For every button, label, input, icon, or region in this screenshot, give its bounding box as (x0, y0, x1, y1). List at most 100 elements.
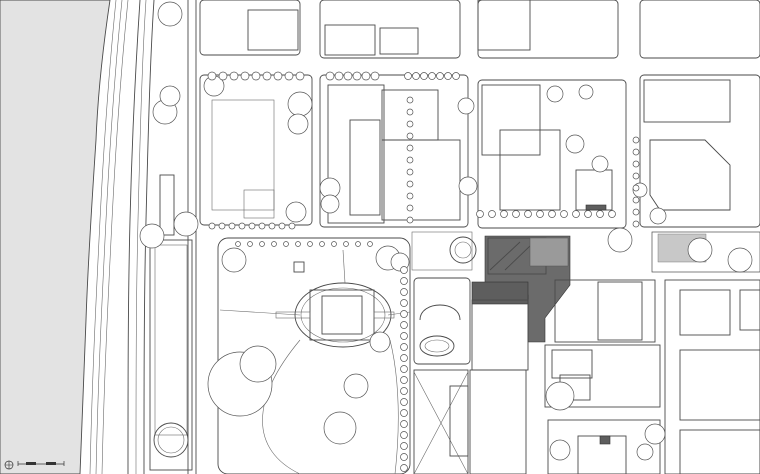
street-tree (251, 71, 261, 81)
street-tree (406, 96, 414, 104)
street-tree (361, 71, 371, 81)
street-tree (632, 148, 640, 156)
street-tree (400, 464, 408, 472)
street-tree (444, 72, 452, 80)
street-tree (404, 72, 412, 80)
street-tree (400, 376, 408, 384)
street-tree (632, 160, 640, 168)
scale-bar (17, 461, 65, 466)
central-park (217, 237, 411, 474)
river-water (0, 0, 111, 474)
street-tree (400, 266, 408, 274)
street-tree (343, 71, 353, 81)
street-tree (283, 241, 289, 247)
street-tree (307, 241, 313, 247)
street-tree (584, 210, 592, 218)
street-tree (247, 241, 253, 247)
city-blocks (199, 0, 760, 474)
street-tree (273, 71, 283, 81)
street-tree (400, 365, 408, 373)
street-tree (400, 321, 408, 329)
street-tree (343, 241, 349, 247)
street-tree (512, 210, 520, 218)
street-tree (406, 144, 414, 152)
street-tree (632, 184, 640, 192)
street-tree (400, 420, 408, 428)
street-tree (632, 220, 640, 228)
street-tree (400, 332, 408, 340)
street-tree (400, 310, 408, 318)
street-tree (248, 222, 256, 230)
street-tree (608, 210, 616, 218)
street-tree (400, 343, 408, 351)
street-tree (632, 208, 640, 216)
street-tree (632, 136, 640, 144)
street-tree (228, 222, 236, 230)
street-tree (400, 398, 408, 406)
street-tree-rows (207, 71, 640, 472)
street-tree (524, 210, 532, 218)
street-tree (400, 431, 408, 439)
street-tree (325, 71, 335, 81)
street-tree (632, 196, 640, 204)
museum-block (413, 277, 529, 474)
riverside-terminal (149, 174, 193, 471)
street-tree (412, 72, 420, 80)
street-tree (218, 71, 228, 81)
street-tree (406, 156, 414, 164)
street-tree (406, 180, 414, 188)
street-tree (406, 120, 414, 128)
street-tree (548, 210, 556, 218)
street-tree (288, 222, 296, 230)
street-tree (352, 71, 362, 81)
street-tree (334, 71, 344, 81)
street-tree (208, 222, 216, 230)
street-tree (572, 210, 580, 218)
street-tree (319, 241, 325, 247)
street-tree (367, 241, 373, 247)
street-tree (218, 222, 226, 230)
street-tree (295, 71, 305, 81)
east-block (544, 279, 661, 474)
street-tree (632, 172, 640, 180)
street-tree (400, 409, 408, 417)
street-tree (406, 192, 414, 200)
embankment-lines (89, 0, 155, 474)
street-tree (406, 108, 414, 116)
north-symbol (4, 460, 14, 470)
street-tree (536, 210, 544, 218)
street-tree (284, 71, 294, 81)
street-tree (500, 210, 508, 218)
street-tree (229, 71, 239, 81)
street-tree (400, 277, 408, 285)
street-tree (400, 299, 408, 307)
street-tree (560, 210, 568, 218)
street-tree (268, 222, 276, 230)
street-tree (488, 210, 496, 218)
street-tree (207, 71, 217, 81)
street-tree (400, 387, 408, 395)
street-tree (240, 71, 250, 81)
street-tree (406, 204, 414, 212)
street-tree (428, 72, 436, 80)
street-tree (278, 222, 286, 230)
street-tree (596, 210, 604, 218)
street-tree (400, 442, 408, 450)
street-tree (400, 288, 408, 296)
street-tree (420, 72, 428, 80)
street-tree (235, 241, 241, 247)
riverside-road (187, 0, 197, 474)
street-tree (370, 71, 380, 81)
street-tree (271, 241, 277, 247)
street-tree (452, 72, 460, 80)
street-tree (262, 71, 272, 81)
street-tree (406, 168, 414, 176)
street-tree (259, 241, 265, 247)
street-tree (355, 241, 361, 247)
street-tree (258, 222, 266, 230)
street-tree (436, 72, 444, 80)
street-tree (400, 354, 408, 362)
street-tree (400, 453, 408, 461)
street-tree (295, 241, 301, 247)
